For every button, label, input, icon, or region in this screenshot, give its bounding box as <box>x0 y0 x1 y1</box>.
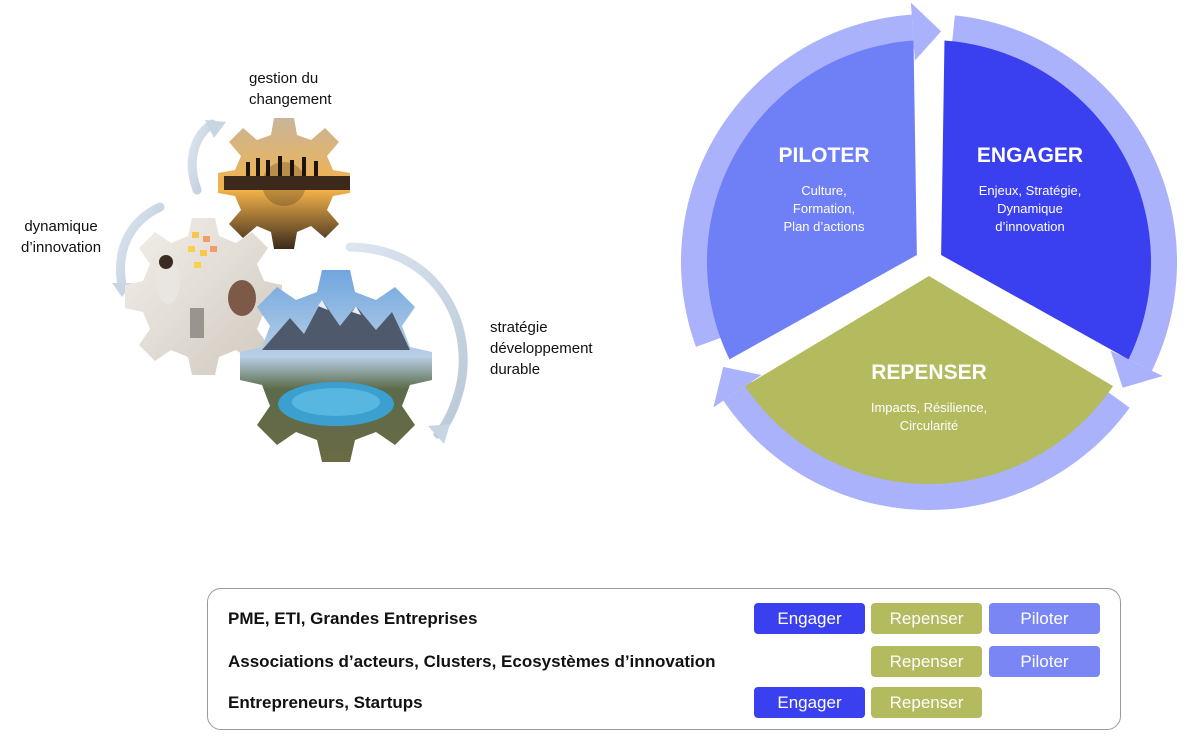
people-silhouettes <box>224 156 350 190</box>
segment-title-engager: ENGAGER <box>977 144 1083 167</box>
tag-piloter: Piloter <box>989 603 1100 634</box>
label-innovation-dynamics: dynamique d’innovation <box>21 216 101 258</box>
segment-engager <box>941 40 1151 360</box>
label-change-management: gestion du changement <box>249 68 332 110</box>
segment-text-engager: Enjeux, Stratégie, <box>979 183 1082 198</box>
label-line: gestion du <box>249 70 319 87</box>
segment-text-piloter: Culture, <box>801 183 847 198</box>
mountains <box>262 300 410 350</box>
gear-change-management <box>218 118 350 249</box>
cycle-arrow-change <box>187 119 217 195</box>
cycle-arrow-strategy <box>345 242 468 439</box>
label-line: changement <box>249 91 332 108</box>
audience-table: PME, ETI, Grandes Entreprises Engager Re… <box>207 588 1121 730</box>
sticky-notes <box>188 232 217 268</box>
tag-piloter: Piloter <box>989 646 1100 677</box>
label-line: d’innovation <box>21 239 102 256</box>
row-label: PME, ETI, Grandes Entreprises <box>228 609 478 628</box>
cycle-arrow-innovation <box>116 202 165 290</box>
gear-innovation-dynamics <box>125 218 282 375</box>
row-label: Entrepreneurs, Startups <box>228 693 423 712</box>
label-line: dynamique <box>24 218 98 235</box>
tag-repenser: Repenser <box>871 646 982 677</box>
gears-illustration <box>112 118 468 462</box>
segment-repenser <box>744 276 1114 485</box>
segment-piloter <box>707 40 917 360</box>
ring-arc <box>723 381 1130 510</box>
cycle-diagram: PILOTER Culture, Formation, Plan d’actio… <box>681 2 1177 510</box>
segment-text-piloter: Formation, <box>793 201 855 216</box>
row-label: Associations d’acteurs, Clusters, Ecosys… <box>228 652 716 671</box>
segment-text-piloter: Plan d’actions <box>784 219 865 234</box>
label-line: développement <box>490 340 593 357</box>
segment-text-engager: d’innovation <box>995 219 1064 234</box>
segment-text-repenser: Circularité <box>900 418 959 433</box>
tag-repenser: Repenser <box>871 603 982 634</box>
ring-arrowhead <box>713 366 762 408</box>
arrowhead-strategy <box>428 424 450 444</box>
segment-title-piloter: PILOTER <box>778 144 869 167</box>
label-line: stratégie <box>490 319 548 336</box>
segment-text-repenser: Impacts, Résilience, <box>871 400 987 415</box>
ring-arrowhead <box>910 2 942 61</box>
tag-engager: Engager <box>754 603 865 634</box>
tag-repenser: Repenser <box>871 687 982 718</box>
segment-text-engager: Dynamique <box>997 201 1063 216</box>
tag-engager: Engager <box>754 687 865 718</box>
ring-arrowhead <box>1110 350 1163 388</box>
gear-sustainable-strategy <box>240 270 432 462</box>
label-line: durable <box>490 361 541 378</box>
segment-title-repenser: REPENSER <box>871 361 987 384</box>
arrowhead-change <box>205 120 226 138</box>
label-sustainable-strategy: stratégie développement durable <box>490 317 593 380</box>
